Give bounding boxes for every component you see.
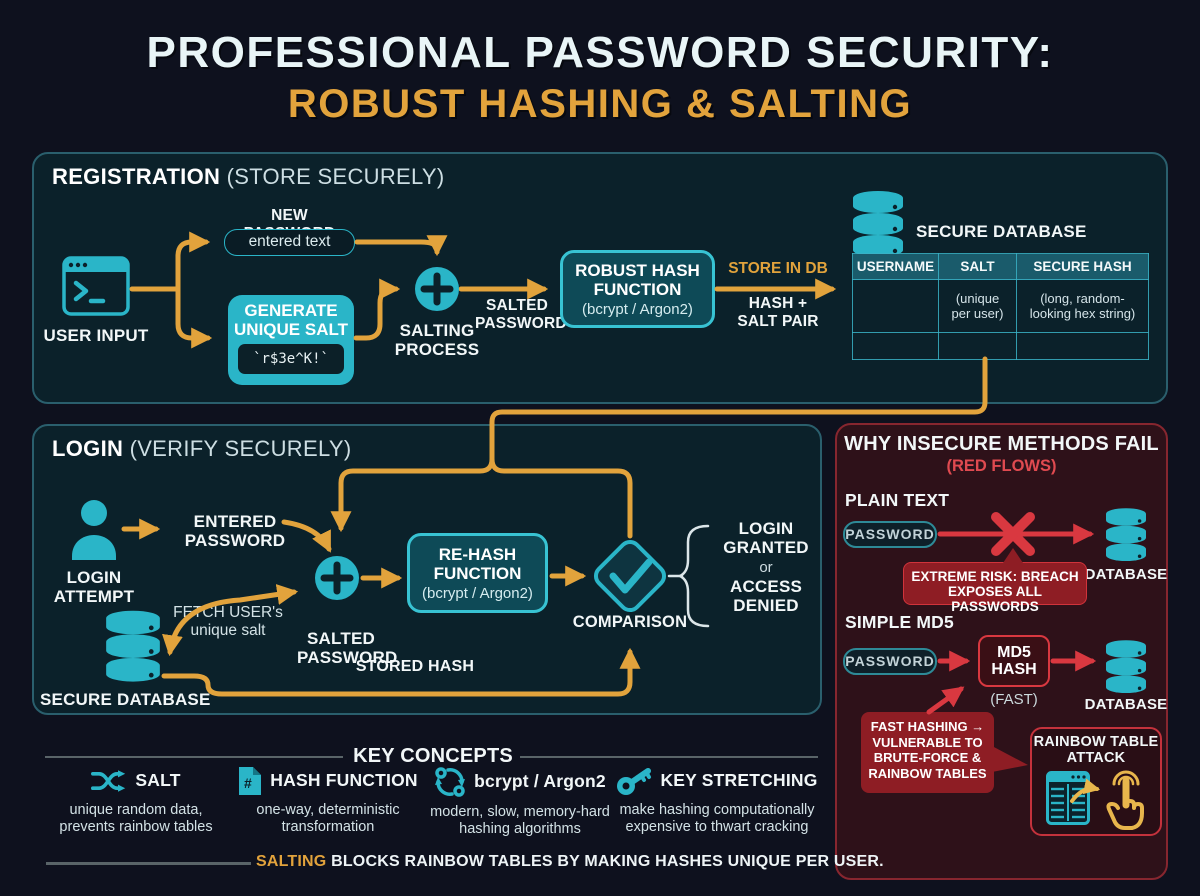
cell-username-2 [852,332,939,360]
md5-hash-box: MD5 HASH [978,635,1050,687]
rainbow-attack-title: RAINBOW TABLE ATTACK [1033,734,1159,766]
cell-salt-1: (unique per user) [938,279,1017,333]
database-icon-registration [851,187,905,257]
salting-process-label: SALTING PROCESS [394,321,480,360]
hash-file-icon: # [238,766,262,796]
rainbow-table-icon [1046,771,1090,825]
login-heading: LOGIN (VERIFY SECURELY) [52,436,351,462]
concept-salt: SALT unique random data, prevents rainbo… [40,766,232,836]
rehash-function-box: RE-HASH FUNCTION (bcrypt / Argon2) [407,533,548,613]
database-label-1: DATABASE [1084,566,1168,583]
login-heading-suffix: (VERIFY SECURELY) [123,436,352,461]
password-pill-2-label: PASSWORD [845,653,935,669]
concept-salt-title: SALT [135,770,181,791]
terminal-icon [62,256,130,316]
concept-bcrypt: bcrypt / Argon2 modern, slow, memory-har… [424,766,616,838]
divider-left [45,756,343,758]
cell-username-1 [852,279,939,333]
robust-hash-sub: (bcrypt / Argon2) [582,301,693,319]
table-row [852,332,1149,360]
cell-salt-2 [938,332,1017,360]
database-icon-md5 [1101,637,1151,693]
database-icon-plaintext [1101,505,1151,561]
access-denied-label: ACCESS DENIED [729,576,803,616]
col-salt: SALT [938,253,1017,280]
fast-label: (FAST) [990,691,1038,708]
plain-text-label: PLAIN TEXT [845,490,950,510]
comparison-label: COMPARISON [572,613,688,631]
salt-value-box: `r$3e^K!` [238,344,344,374]
secure-database-table: USERNAME SALT SECURE HASH (unique per us… [852,253,1149,360]
footer-divider [46,862,251,865]
footer-note: SALTING BLOCKS RAINBOW TABLES BY MAKING … [256,853,884,871]
footer-highlight: SALTING [256,853,327,870]
stored-hash-label: STORED HASH [355,658,475,675]
entered-text-value: entered text [248,233,331,250]
password-pill-2: PASSWORD [843,648,937,675]
concept-key-stretching: KEY STRETCHING make hashing computationa… [612,766,822,836]
login-heading-main: LOGIN [52,436,124,461]
user-input-label: USER INPUT [43,326,149,345]
entered-password-label: ENTERED PASSWORD [184,512,286,551]
table-header-row: USERNAME SALT SECURE HASH [852,253,1149,280]
insecure-title: WHY INSECURE METHODS FAIL [844,433,1159,455]
login-granted-label: LOGIN GRANTED [723,519,809,558]
secure-database-label-login: SECURE DATABASE [40,690,211,709]
login-attempt-label: LOGIN ATTEMPT [53,568,135,607]
concept-hash-desc: one-way, deterministic transformation [256,802,400,836]
password-pill-1-label: PASSWORD [845,526,935,542]
key-concepts-heading: KEY CONCEPTS [353,745,513,767]
user-icon [70,498,118,560]
registration-heading-main: REGISTRATION [52,164,221,189]
database-icon-login [104,600,162,688]
cell-hash-1: (long, random- looking hex string) [1016,279,1149,333]
key-icon [616,766,652,796]
hash-salt-pair-label: HASH + SALT PAIR [737,295,819,330]
concept-hash-function: # HASH FUNCTION one-way, deterministic t… [232,766,424,836]
svg-text:#: # [244,775,252,791]
generate-salt-box: GENERATE UNIQUE SALT `r$3e^K!` [228,295,354,385]
shuffle-icon [91,766,127,796]
col-secure-hash: SECURE HASH [1016,253,1149,280]
simple-md5-label: SIMPLE MD5 [845,612,954,632]
robust-hash-title: ROBUST HASH FUNCTION [575,261,700,300]
login-outcome: LOGIN GRANTED or ACCESS DENIED [716,519,816,616]
rehash-sub: (bcrypt / Argon2) [422,585,533,603]
concept-hash-title: HASH FUNCTION [270,770,418,791]
concept-bcrypt-desc: modern, slow, memory-hard hashing algori… [430,804,610,838]
page-subtitle: ROBUST HASHING & SALTING [287,82,913,126]
table-row: (unique per user) (long, random- looking… [852,279,1149,333]
col-username: USERNAME [852,253,939,280]
generate-salt-label: GENERATE UNIQUE SALT [234,301,348,339]
fetch-salt-label: FETCH USER's unique salt [173,604,283,639]
tap-hand-icon [1100,767,1154,833]
salt-value: `r$3e^K!` [253,351,329,367]
cell-hash-2 [1016,332,1149,360]
password-pill-1: PASSWORD [843,521,937,548]
divider-right [520,756,818,758]
rehash-title: RE-HASH FUNCTION [433,545,522,584]
or-label: or [759,558,773,576]
concept-bcrypt-title: bcrypt / Argon2 [474,771,606,792]
rainbow-attack-box: RAINBOW TABLE ATTACK [1030,727,1162,836]
concept-key-title: KEY STRETCHING [660,770,818,791]
robust-hash-function-box: ROBUST HASH FUNCTION (bcrypt / Argon2) [560,250,715,328]
insecure-subtitle: (RED FLOWS) [946,457,1057,475]
extreme-risk-callout: EXTREME RISK: BREACH EXPOSES ALL PASSWOR… [903,562,1087,614]
concept-salt-desc: unique random data, prevents rainbow tab… [59,802,213,836]
salted-password-label-reg: SALTED PASSWORD [475,297,567,332]
concept-key-desc: make hashing computationally expensive t… [619,802,815,836]
footer-rest: BLOCKS RAINBOW TABLES BY MAKING HASHES U… [326,853,884,870]
page-title: PROFESSIONAL PASSWORD SECURITY: [146,28,1054,77]
database-label-2: DATABASE [1084,696,1168,713]
secure-database-label-reg: SECURE DATABASE [916,222,1087,241]
cycle-icon [434,766,466,798]
registration-heading-suffix: (STORE SECURELY) [220,164,445,189]
store-in-db-label: STORE IN DB [728,260,828,277]
entered-text-field: entered text [224,229,355,256]
registration-heading: REGISTRATION (STORE SECURELY) [52,164,445,190]
fast-hashing-callout: FAST HASHING → VULNERABLE TO BRUTE-FORCE… [861,712,994,793]
